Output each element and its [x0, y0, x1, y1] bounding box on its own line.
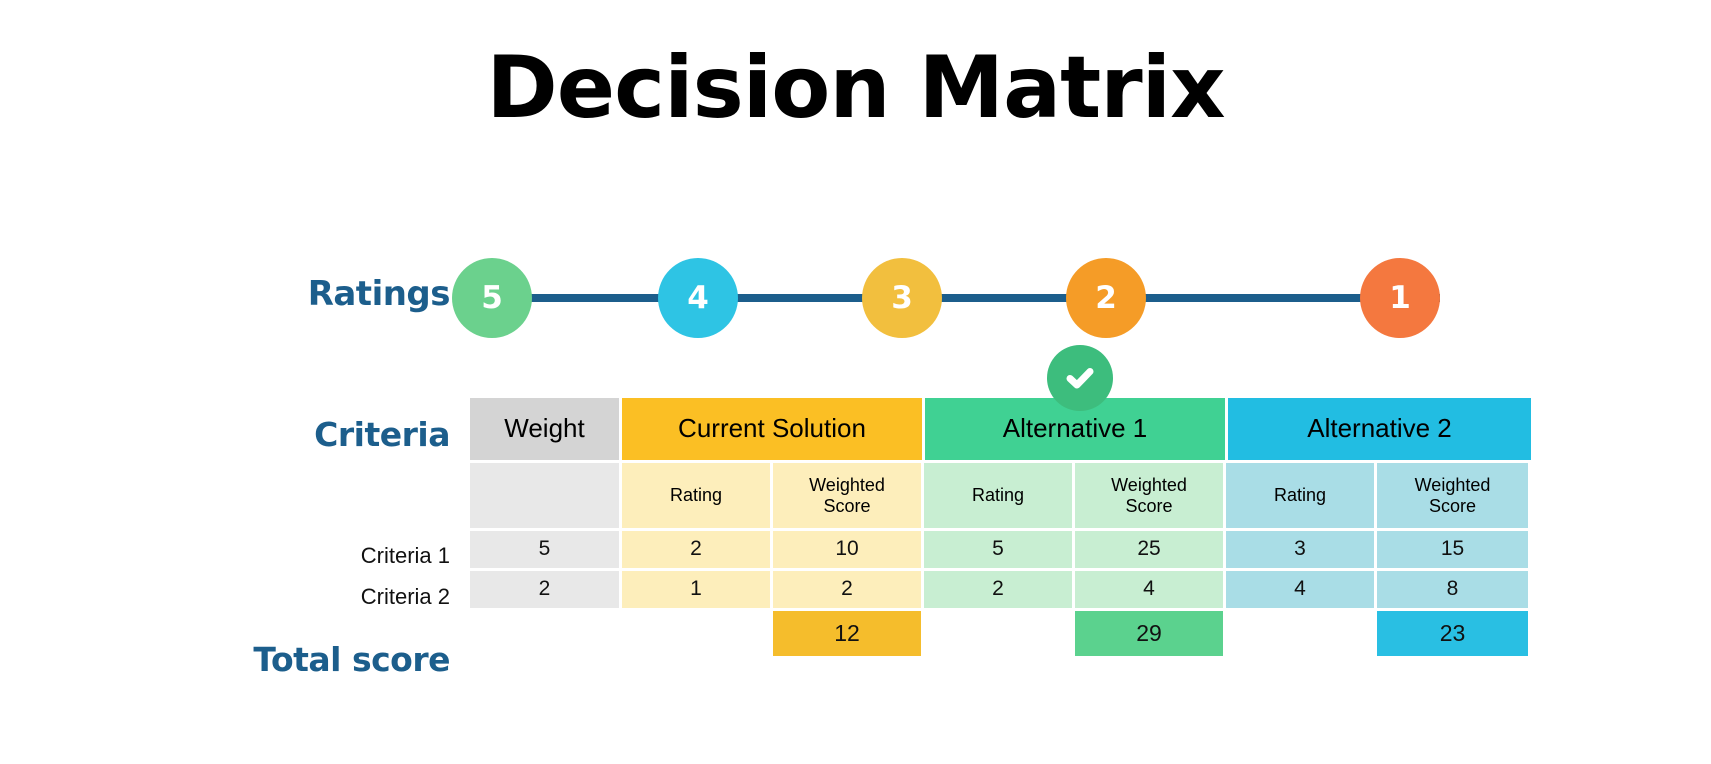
total-cell-1: 12 — [773, 611, 924, 656]
ratings-track-line — [512, 294, 1440, 302]
cell-weighted-g2-row1: 25 — [1075, 528, 1226, 568]
subheader-rating-1: Rating — [622, 460, 773, 528]
ratings-label: Ratings — [307, 274, 451, 314]
cell-weighted-g1-row2: 2 — [773, 568, 924, 608]
total-cell-3: 23 — [1377, 611, 1528, 656]
rating-node-3[interactable]: 3 — [862, 258, 942, 338]
subheader-weighted-score-1: Weighted Score — [773, 460, 924, 528]
cell-rating-g1-row2: 1 — [622, 568, 773, 608]
subheader-rating-3: Rating — [1226, 460, 1377, 528]
matrix-total-row: 12 29 23 — [470, 611, 1532, 656]
cell-weight-row1: 5 — [470, 528, 622, 568]
cell-weighted-g2-row2: 4 — [1075, 568, 1226, 608]
header-cell-alternative-2: Alternative 2 — [1228, 398, 1531, 460]
total-cell-empty-rating-2 — [924, 611, 1075, 656]
criteria-label: Criteria — [314, 415, 450, 454]
cell-rating-g2-row1: 5 — [924, 528, 1075, 568]
total-cell-empty-rating-1 — [622, 611, 773, 656]
total-cell-empty-weight — [470, 611, 622, 656]
subheader-cell-empty — [470, 460, 622, 528]
row-label-2: Criteria 2 — [360, 584, 450, 609]
row-label-1: Criteria 1 — [360, 543, 450, 568]
cell-rating-g1-row1: 2 — [622, 528, 773, 568]
subheader-weighted-score-2: Weighted Score — [1075, 460, 1226, 528]
rating-node-2[interactable]: 2 — [1066, 258, 1146, 338]
cell-weighted-g1-row1: 10 — [773, 528, 924, 568]
total-score-label: Total score — [253, 640, 450, 679]
cell-rating-g3-row2: 4 — [1226, 568, 1377, 608]
header-cell-weight: Weight — [470, 398, 622, 460]
cell-weight-row2: 2 — [470, 568, 622, 608]
subheader-weighted-score-3: Weighted Score — [1377, 460, 1528, 528]
page-title: Decision Matrix — [486, 38, 1225, 138]
cell-weighted-g3-row2: 8 — [1377, 568, 1528, 608]
total-cell-2: 29 — [1075, 611, 1226, 656]
check-circle-icon — [1047, 345, 1113, 411]
cell-weighted-g3-row1: 15 — [1377, 528, 1528, 568]
rating-node-1[interactable]: 1 — [1360, 258, 1440, 338]
rating-node-5[interactable]: 5 — [452, 258, 532, 338]
subheader-rating-2: Rating — [924, 460, 1075, 528]
ratings-section: Ratings 5 4 3 2 1 — [0, 258, 1711, 338]
cell-rating-g2-row2: 2 — [924, 568, 1075, 608]
rating-node-4[interactable]: 4 — [658, 258, 738, 338]
header-cell-current-solution: Current Solution — [622, 398, 925, 460]
cell-rating-g3-row1: 3 — [1226, 528, 1377, 568]
total-cell-empty-rating-3 — [1226, 611, 1377, 656]
